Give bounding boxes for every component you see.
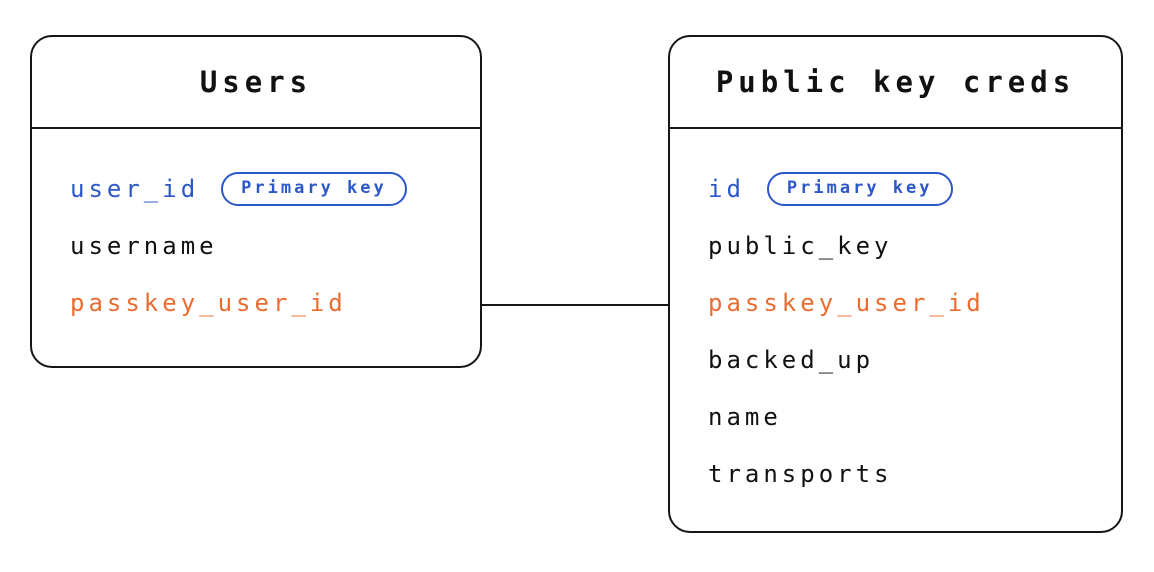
field-name-foreign-key: passkey_user_id <box>70 288 347 317</box>
field-name-foreign-key: passkey_user_id <box>708 288 985 317</box>
field-name: public_key <box>708 231 893 260</box>
field-name: username <box>70 231 218 260</box>
table-title: Users <box>199 65 313 99</box>
field-row: passkey_user_id <box>708 274 1083 331</box>
table-body-users: user_id Primary key username passkey_use… <box>32 129 480 331</box>
primary-key-badge: Primary key <box>221 171 407 206</box>
field-row: passkey_user_id <box>70 274 442 331</box>
field-row: name <box>708 388 1083 445</box>
field-name: backed_up <box>708 345 875 374</box>
table-header-users: Users <box>32 37 480 129</box>
field-row: backed_up <box>708 331 1083 388</box>
field-row: public_key <box>708 217 1083 274</box>
table-title: Public key creds <box>715 65 1076 99</box>
field-row: id Primary key <box>708 160 1083 217</box>
table-body-public-key-creds: id Primary key public_key passkey_user_i… <box>670 129 1121 502</box>
relationship-line <box>480 304 670 306</box>
field-name: name <box>708 402 782 431</box>
table-header-public-key-creds: Public key creds <box>670 37 1121 129</box>
field-row: user_id Primary key <box>70 160 442 217</box>
field-row: username <box>70 217 442 274</box>
table-card-public-key-creds: Public key creds id Primary key public_k… <box>668 35 1123 533</box>
table-card-users: Users user_id Primary key username passk… <box>30 35 482 368</box>
field-row: transports <box>708 445 1083 502</box>
field-name-primary-key: id <box>708 174 745 203</box>
primary-key-badge: Primary key <box>766 171 953 206</box>
field-name: transports <box>708 459 893 488</box>
field-name-primary-key: user_id <box>70 174 200 203</box>
